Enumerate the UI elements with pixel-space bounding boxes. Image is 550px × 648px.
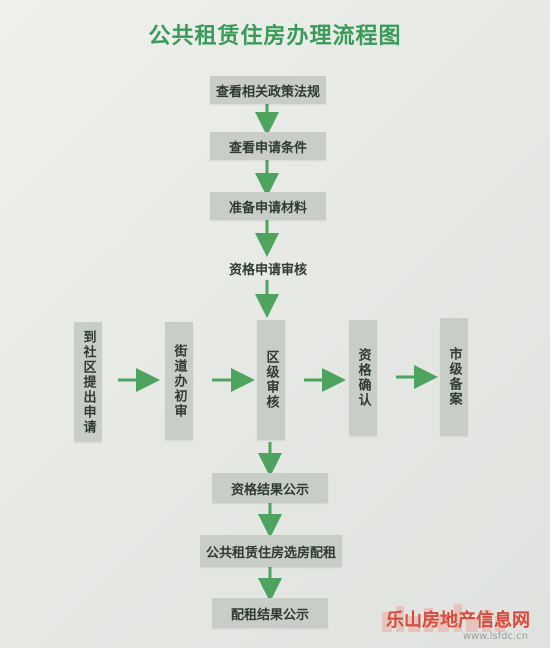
step-city-filing: 市级备案 [440,318,468,436]
step-qualification-review: 资格申请审核 [228,263,307,278]
watermark-text: 乐山房地产信息网 [386,610,530,631]
step-view-conditions: 查看申请条件 [210,132,326,160]
step-prepare-materials: 准备申请材料 [210,192,326,220]
step-community-apply: 到社区提出申请 [74,322,102,442]
watermark-url: www.lsfdc.cn [462,631,528,642]
step-district-review: 区级审核 [257,320,285,440]
skyline-icon [382,604,505,632]
step-select-housing: 公共租赁住房选房配租 [200,535,342,567]
page-title: 公共租赁住房办理流程图 [148,24,402,49]
step-qualification-confirm: 资格确认 [349,320,377,436]
step-allocation-publicity: 配租结果公示 [212,598,328,628]
step-street-preliminary: 街道办初审 [165,322,193,440]
step-view-policies: 查看相关政策法规 [210,76,326,104]
step-result-publicity: 资格结果公示 [212,473,328,503]
watermark-logo: 乐山房地产信息网 www.lsfdc.cn [352,600,542,642]
